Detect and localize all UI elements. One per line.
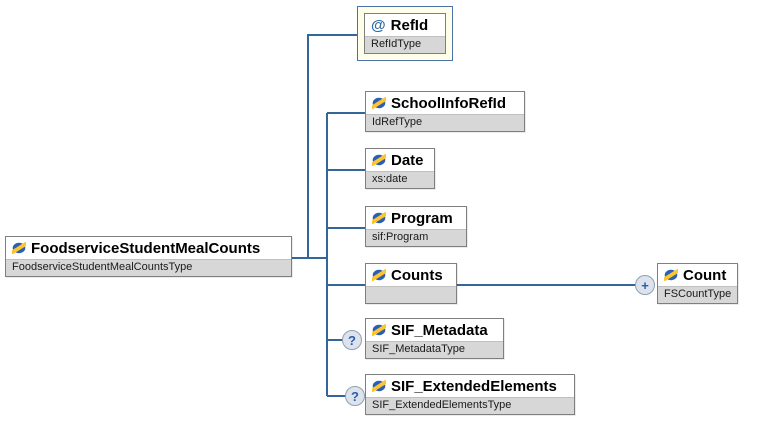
node-name: SchoolInfoRefId — [391, 94, 506, 112]
attribute-icon: @ — [371, 16, 386, 34]
node-type: IdRefType — [366, 114, 524, 131]
element-node-foodservicestudentmealcounts[interactable]: FoodserviceStudentMealCounts Foodservice… — [5, 236, 292, 277]
element-icon — [372, 212, 386, 224]
element-icon — [372, 324, 386, 336]
node-title: SIF_Metadata — [366, 319, 503, 341]
repeating-marker: + — [635, 275, 655, 295]
node-type: sif:Program — [366, 229, 466, 246]
optional-marker: ? — [342, 330, 362, 350]
optional-marker: ? — [345, 386, 365, 406]
node-name: Date — [391, 151, 424, 169]
node-title: @ RefId — [365, 14, 445, 36]
element-icon — [372, 269, 386, 281]
node-type: RefIdType — [365, 36, 445, 53]
node-type — [366, 286, 456, 303]
node-title: FoodserviceStudentMealCounts — [6, 237, 291, 259]
node-name: FoodserviceStudentMealCounts — [31, 239, 261, 257]
node-name: SIF_Metadata — [391, 321, 488, 339]
element-node-schoolinforefid[interactable]: SchoolInfoRefId IdRefType — [365, 91, 525, 132]
node-type: SIF_ExtendedElementsType — [366, 397, 574, 414]
node-name: Counts — [391, 266, 443, 284]
element-icon — [372, 97, 386, 109]
element-node-sif-metadata[interactable]: SIF_Metadata SIF_MetadataType — [365, 318, 504, 359]
node-type: xs:date — [366, 171, 434, 188]
node-name: Program — [391, 209, 453, 227]
node-type: SIF_MetadataType — [366, 341, 503, 358]
node-type: FSCountType — [658, 286, 738, 303]
node-title: Date — [366, 149, 434, 171]
node-title: SchoolInfoRefId — [366, 92, 524, 114]
attribute-node-refid[interactable]: @ RefId RefIdType — [364, 13, 446, 54]
element-icon — [372, 380, 386, 392]
node-type: FoodserviceStudentMealCountsType — [6, 259, 291, 276]
element-icon — [372, 154, 386, 166]
element-node-date[interactable]: Date xs:date — [365, 148, 435, 189]
node-title: Counts — [366, 264, 456, 286]
element-node-sif-extendedelements[interactable]: SIF_ExtendedElements SIF_ExtendedElement… — [365, 374, 575, 415]
node-title: Program — [366, 207, 466, 229]
attribute-node-refid-selection[interactable]: @ RefId RefIdType — [357, 6, 453, 61]
node-name: Count — [683, 266, 727, 284]
node-name: RefId — [390, 16, 429, 34]
element-node-program[interactable]: Program sif:Program — [365, 206, 467, 247]
node-title: SIF_ExtendedElements — [366, 375, 574, 397]
element-icon — [664, 269, 678, 281]
element-node-counts[interactable]: Counts — [365, 263, 457, 304]
element-node-count[interactable]: Count FSCountType — [657, 263, 739, 304]
node-name: SIF_ExtendedElements — [391, 377, 557, 395]
node-title: Count — [658, 264, 738, 286]
element-icon — [12, 242, 26, 254]
